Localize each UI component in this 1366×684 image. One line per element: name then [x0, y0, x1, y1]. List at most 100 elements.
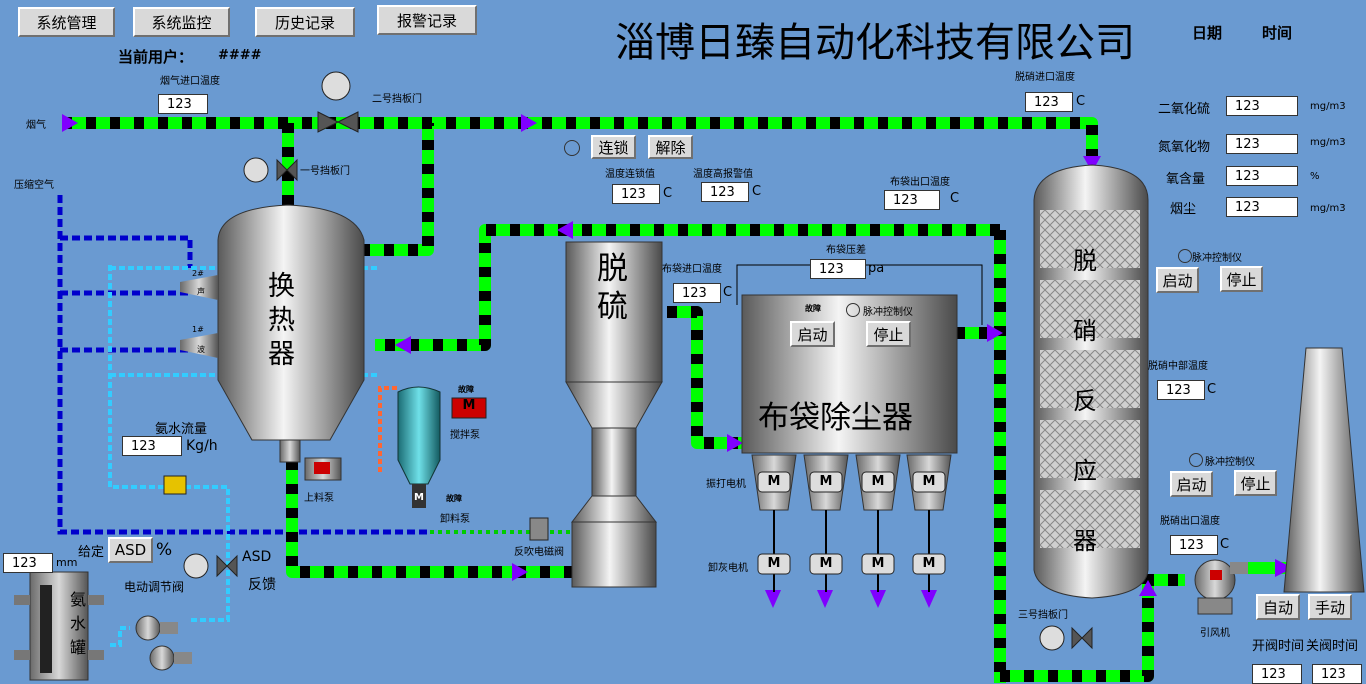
denox-start-button-2[interactable]: 启动: [1170, 471, 1213, 497]
denox-mid-temp-value: 123: [1157, 380, 1205, 400]
ammonia-flow-unit: Kg/h: [186, 438, 218, 454]
o2-unit: %: [1310, 171, 1320, 182]
hx-wave-label: 波: [197, 345, 205, 354]
date-label: 日期: [1192, 24, 1223, 42]
denox-pulse-label-2: 脉冲控制仪: [1205, 457, 1255, 468]
feed-pump-body: [304, 457, 342, 481]
motor-valve-label: 电动调节阀: [124, 580, 185, 594]
bag-pressure-unit: pa: [868, 261, 885, 276]
denox-reactor: [1033, 164, 1149, 599]
auto-button[interactable]: 自动: [1256, 594, 1300, 620]
bag-inlet-temp-unit: C: [723, 285, 733, 300]
temp-high-alarm-unit: C: [752, 184, 762, 199]
desulfur-title: 脱硫: [597, 251, 628, 325]
so2-label: 二氧化硫: [1158, 102, 1211, 117]
denox-stop-button-2[interactable]: 停止: [1234, 470, 1277, 496]
slurry-tank: [397, 386, 441, 508]
bag-pulse-label: 脉冲控制仪: [863, 307, 913, 318]
rapping-motor-1[interactable]: M: [767, 474, 781, 489]
denox-outlet-temp-label: 脱硝出口温度: [1160, 516, 1220, 527]
blowback-valve-label: 反吹电磁阀: [514, 547, 564, 558]
hx-label-2: 2#: [192, 269, 204, 278]
close-time-label: 关阀时间: [1306, 639, 1359, 654]
rapping-motor-3[interactable]: M: [871, 474, 885, 489]
bag-outlet-temp-label: 布袋出口温度: [890, 177, 950, 188]
interlock-indicator: [564, 140, 580, 156]
motor-boxes: [757, 471, 946, 575]
dust-unit: mg/m3: [1310, 203, 1346, 214]
temp-interlock-unit: C: [663, 186, 673, 201]
compressed-air-pipe: [57, 195, 430, 535]
denox-outlet-temp-value: 123: [1170, 535, 1218, 555]
bag-pressure-value: 123: [810, 259, 866, 279]
ammonia-tank-body: [14, 571, 104, 681]
bag-pulse-indicator: [846, 303, 860, 317]
denox-reactor-title: 脱硝反应器: [1073, 247, 1097, 555]
ash-motor-4[interactable]: M: [922, 556, 936, 571]
time-label: 时间: [1262, 24, 1293, 42]
alarm-button[interactable]: 报警记录: [377, 5, 477, 35]
current-user-value: ####: [218, 48, 262, 63]
bag-outlet-temp-unit: C: [950, 191, 960, 206]
open-time-value: 123: [1252, 664, 1302, 684]
denox-mid-temp-unit: C: [1207, 382, 1217, 397]
bag-start-button[interactable]: 启动: [790, 321, 835, 347]
nox-unit: mg/m3: [1310, 137, 1346, 148]
release-button[interactable]: 解除: [648, 135, 693, 159]
stir-pump-motor[interactable]: M: [462, 398, 476, 413]
temp-high-alarm-value: 123: [701, 182, 749, 202]
rapping-motor-2[interactable]: M: [819, 474, 833, 489]
company-title: 淄博日臻自动化科技有限公司: [615, 20, 1135, 66]
flue-inlet-temp-label: 烟气进口温度: [160, 76, 220, 87]
ash-motor-2[interactable]: M: [819, 556, 833, 571]
hx-label-1: 1#: [192, 325, 204, 334]
manual-button[interactable]: 手动: [1308, 594, 1352, 620]
denox-stop-button-1[interactable]: 停止: [1220, 266, 1263, 292]
so2-value: 123: [1226, 96, 1298, 116]
rapping-motor-4[interactable]: M: [922, 474, 936, 489]
stir-pump-body: [451, 397, 487, 419]
denox-pulse-label-1: 脉冲控制仪: [1192, 253, 1242, 264]
denox-inlet-temp-label: 脱硝进口温度: [1015, 72, 1075, 83]
feed-pump-label: 上料泵: [304, 493, 334, 504]
bag-stop-button[interactable]: 停止: [866, 321, 911, 347]
denox-start-button-1[interactable]: 启动: [1156, 267, 1199, 293]
ash-motor-3[interactable]: M: [871, 556, 885, 571]
desulfurization-tower: [565, 241, 663, 588]
flue-gas-label: 烟气: [26, 120, 46, 131]
nox-value: 123: [1226, 134, 1298, 154]
bag-pressure-label: 布袋压差: [826, 245, 866, 256]
asd-setpoint-button[interactable]: ASD: [108, 537, 153, 563]
feedback-label: 反馈: [248, 577, 276, 593]
current-user-label: 当前用户：: [118, 48, 194, 66]
rapping-motor-label: 振打电机: [706, 479, 746, 490]
setpoint-label: 给定: [78, 545, 105, 560]
discharge-fault-label: 故障: [446, 494, 462, 503]
discharge-pump-label: 卸料泵: [440, 514, 470, 525]
temp-interlock-label: 温度连锁值: [605, 169, 655, 180]
o2-label: 氧含量: [1166, 172, 1206, 187]
bag-inlet-temp-label: 布袋进口温度: [662, 264, 722, 275]
bag-fault-label: 故障: [805, 304, 821, 313]
induced-fan-label: 引风机: [1200, 628, 1230, 639]
denox-outlet-temp-unit: C: [1220, 537, 1230, 552]
damper3-label: 三号挡板门: [1018, 610, 1068, 621]
close-time-value: 123: [1312, 664, 1362, 684]
ash-motor-1[interactable]: M: [767, 556, 781, 571]
system-manage-button[interactable]: 系统管理: [18, 7, 115, 37]
flow-arrows: [62, 114, 1293, 608]
stir-fault-label: 故障: [458, 385, 474, 394]
bag-outlet-temp-value: 123: [884, 190, 940, 210]
heat-exchanger: [180, 204, 365, 463]
ammonia-flow-value: 123: [122, 436, 182, 456]
system-monitor-button[interactable]: 系统监控: [133, 7, 230, 37]
ammonia-flow-label: 氨水流量: [155, 422, 208, 437]
history-button[interactable]: 历史记录: [255, 7, 355, 37]
asd-feedback-label: ASD: [242, 549, 272, 565]
bag-filter-body: [741, 294, 958, 592]
interlock-button[interactable]: 连锁: [591, 135, 636, 159]
denox-pulse-indicator-1: [1178, 249, 1192, 263]
tank-level-unit: mm: [56, 556, 78, 569]
discharge-pump-motor[interactable]: M: [414, 492, 424, 503]
